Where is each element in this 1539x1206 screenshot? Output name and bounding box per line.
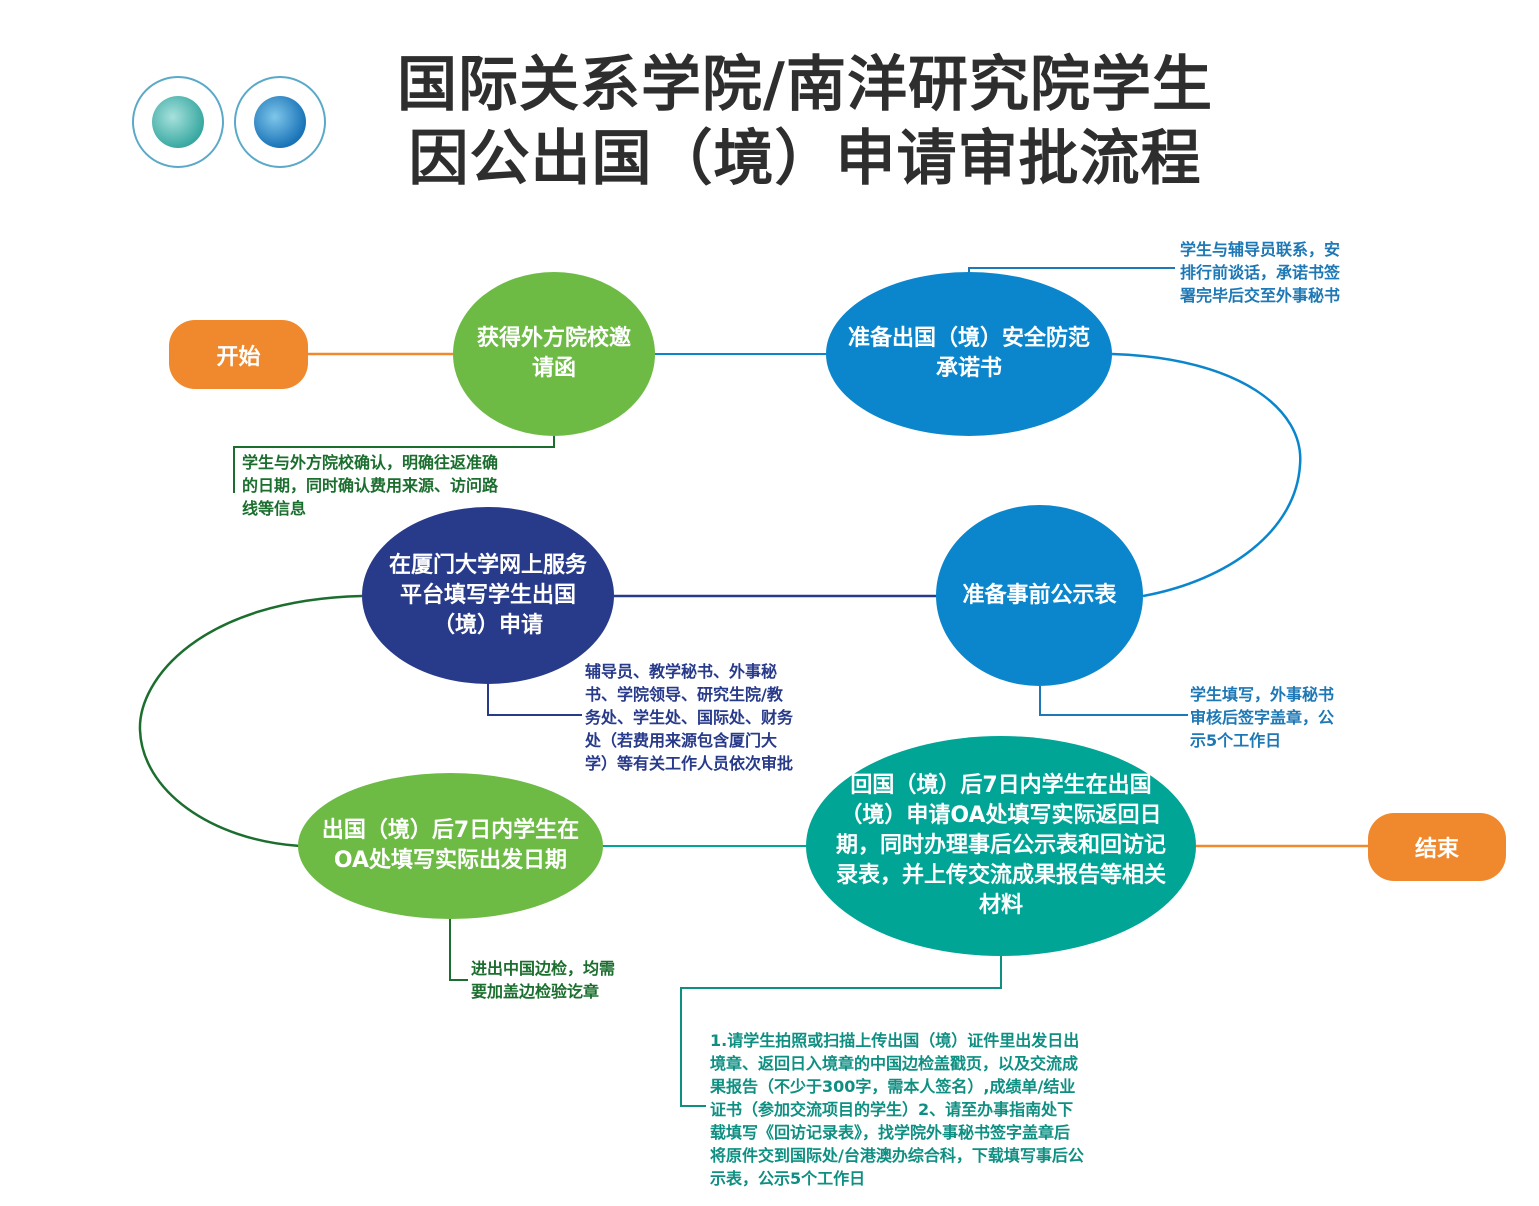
leader-online-note: [487, 684, 582, 716]
security-note-line: 排行前谈话，承诺书签: [1180, 263, 1341, 282]
end-node: 结束: [1368, 813, 1506, 881]
online-apply-line-1: 在厦门大学网上服务: [388, 552, 587, 578]
connector-security-notice: [1111, 352, 1302, 598]
start-node: 开始: [169, 320, 308, 389]
prior-notice-note-line: 审核后签字盖章，公: [1190, 708, 1335, 727]
page-title: 国际关系学院/南洋研究院学生 因公出国（境）申请审批流程: [340, 48, 1270, 196]
invitation-line-1: 获得外方院校邀: [476, 326, 631, 351]
leader-invitation-note: [233, 436, 555, 493]
online-apply-line-2: 平台填写学生出国: [399, 582, 576, 608]
prior-notice-note: 学生填写，外事秘书 审核后签字盖章，公 示5个工作日: [1190, 683, 1334, 752]
prior-notice-note-line: 示5个工作日: [1190, 731, 1282, 750]
leader-return-note: [680, 956, 1002, 1107]
invitation-note: 学生与外方院校确认，明确往返准确 的日期，同时确认费用来源、访问路 线等信息: [242, 451, 498, 520]
return-note-line: 载填写《回访记录表》，找学院外事秘书签字盖章后: [710, 1123, 1071, 1142]
leader-notice-note: [1039, 686, 1188, 716]
online-apply-note-line: 务处、学生处、国际处、财务: [585, 708, 794, 727]
online-apply-line-3: （境）申请: [432, 612, 543, 638]
return-note: 1.请学生拍照或扫描上传出国（境）证件里出发日出 境章、返回日入境章的中国边检盖…: [710, 1029, 1084, 1190]
return-note-line: 示表，公示5个工作日: [710, 1169, 866, 1188]
return-note-line: 将原件交到国际处/台港澳办综合科，下载填写事后公: [710, 1146, 1084, 1165]
start-label: 开始: [216, 344, 261, 370]
online-apply-note-line: 辅导员、教学秘书、外事秘: [585, 662, 778, 681]
invitation-line-2: 请函: [531, 356, 576, 381]
globe-emblem-icon: [152, 96, 204, 148]
prior-notice-node: 准备事前公示表: [936, 505, 1143, 686]
return-note-line: 境章、返回日入境章的中国边检盖戳页，以及交流成: [710, 1054, 1079, 1073]
online-apply-note-line: 书、学院领导、研究生院/教: [585, 685, 783, 704]
security-note: 学生与辅导员联系，安 排行前谈话，承诺书签 署完毕后交至外事秘书: [1180, 238, 1340, 307]
connector-online-departure: [138, 594, 363, 848]
invitation-note-line: 的日期，同时确认费用来源、访问路: [242, 476, 499, 495]
online-apply-note: 辅导员、教学秘书、外事秘 书、学院领导、研究生院/教 务处、学生处、国际处、财务…: [585, 660, 793, 775]
prior-notice-note-line: 学生填写，外事秘书: [1190, 685, 1335, 704]
prior-notice-label: 准备事前公示表: [962, 582, 1117, 608]
return-node: 回国（境）后7日内学生在出国 （境）申请OA处填写实际返回日 期，同时办理事后公…: [806, 736, 1196, 956]
title-line-2: 因公出国（境）申请审批流程: [408, 124, 1202, 194]
leader-departure-note: [449, 919, 468, 981]
return-line-1: 回国（境）后7日内学生在出国: [850, 773, 1152, 798]
leader-security-note: [968, 267, 1175, 272]
security-note-line: 学生与辅导员联系，安: [1180, 240, 1341, 259]
departure-line-2: OA处填写实际出发日期: [333, 848, 568, 873]
return-note-line: 1.请学生拍照或扫描上传出国（境）证件里出发日出: [710, 1031, 1080, 1050]
return-line-2: （境）申请OA处填写实际返回日: [840, 803, 1162, 828]
return-line-5: 材料: [978, 893, 1023, 918]
security-line-1: 准备出国（境）安全防范: [847, 326, 1090, 351]
security-note-line: 署完毕后交至外事秘书: [1180, 286, 1341, 305]
departure-note-line: 进出中国边检，均需: [471, 959, 616, 978]
departure-note-line: 要加盖边检验讫章: [471, 982, 600, 1001]
return-line-4: 录表，并上传交流成果报告等相关: [835, 863, 1166, 888]
departure-line-1: 出国（境）后7日内学生在: [321, 818, 580, 843]
online-apply-node: 在厦门大学网上服务 平台填写学生出国 （境）申请: [362, 507, 614, 684]
security-line-2: 承诺书: [935, 356, 1002, 381]
return-note-line: 证书（参加交流项目的学生）2、请至办事指南处下: [710, 1100, 1074, 1119]
online-apply-note-line: 处（若费用来源包含厦门大: [585, 731, 778, 750]
title-line-1: 国际关系学院/南洋研究院学生: [397, 50, 1213, 120]
return-note-line: 果报告（不少于300字，需本人签名）,成绩单/结业: [710, 1077, 1076, 1096]
departure-note: 进出中国边检，均需 要加盖边检验讫章: [471, 957, 615, 1003]
end-label: 结束: [1414, 837, 1459, 862]
college-logo: [132, 76, 224, 168]
map-emblem-icon: [254, 96, 306, 148]
invitation-node: 获得外方院校邀 请函: [453, 272, 655, 436]
online-apply-note-line: 学）等有关工作人员依次审批: [585, 754, 794, 773]
invitation-note-line: 学生与外方院校确认，明确往返准确: [242, 453, 499, 472]
institute-logo: [234, 76, 326, 168]
departure-node: 出国（境）后7日内学生在 OA处填写实际出发日期: [298, 773, 603, 919]
security-node: 准备出国（境）安全防范 承诺书: [826, 272, 1112, 436]
invitation-note-line: 线等信息: [242, 499, 307, 518]
return-line-3: 期，同时办理事后公示表和回访记: [835, 833, 1166, 858]
